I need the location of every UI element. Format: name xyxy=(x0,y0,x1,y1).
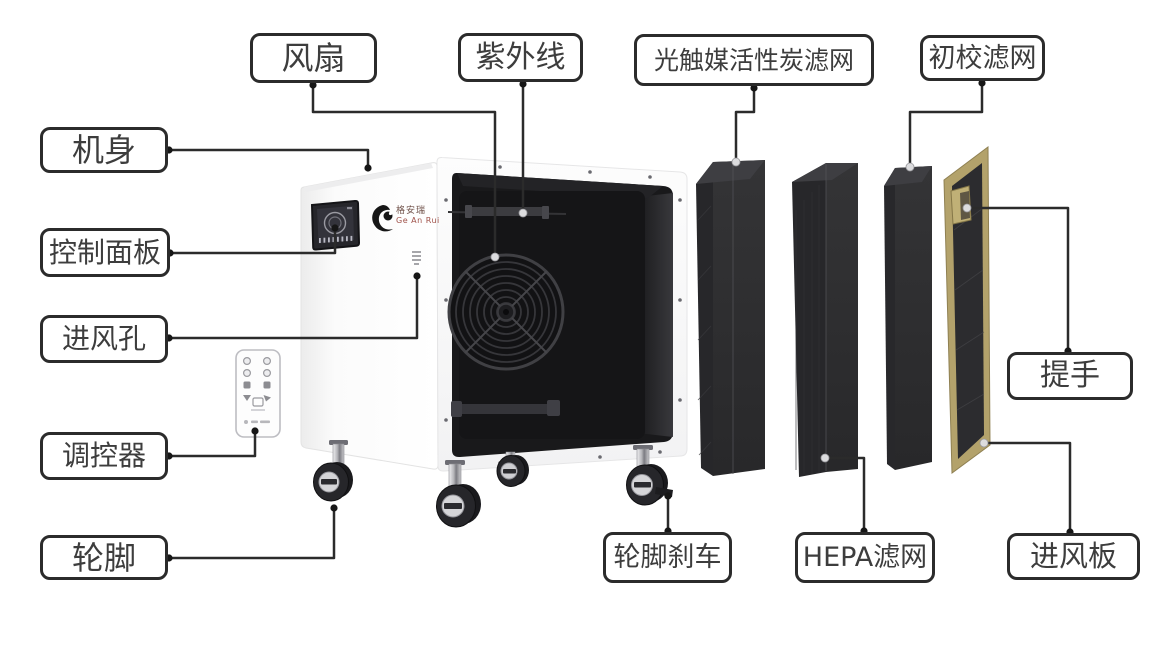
label-fan-text: 风扇 xyxy=(281,39,346,77)
callout-casters xyxy=(169,509,336,560)
remote-control xyxy=(235,349,281,438)
callout-remote xyxy=(169,432,257,458)
label-fan: 风扇 xyxy=(250,33,377,83)
bottom-rail xyxy=(451,400,560,417)
fan-grille xyxy=(447,253,565,371)
callout-handle xyxy=(969,206,1070,350)
label-photocatalyst-carbon-filter: 光触媒活性炭滤网 xyxy=(634,34,874,86)
label-remote-controller-text: 调控器 xyxy=(61,439,146,472)
label-remote-controller: 调控器 xyxy=(40,432,168,480)
brand-logo-en: Ge An Rui xyxy=(396,216,440,226)
label-casters-text: 轮脚 xyxy=(71,538,136,577)
filter-primary xyxy=(884,166,932,470)
label-caster-brake-text: 轮脚刹车 xyxy=(613,542,722,573)
label-air-inlet-panel-text: 进风板 xyxy=(1029,539,1117,573)
label-body-text: 机身 xyxy=(71,131,136,169)
brand-logo-cn: 格安瑞 xyxy=(396,206,427,216)
filter-hepa xyxy=(792,163,858,477)
caster-wheel-rear-right xyxy=(496,451,529,487)
callout-lines xyxy=(169,82,1072,560)
label-air-inlet-hole: 进风孔 xyxy=(40,315,168,363)
air-inlet-vent-icon xyxy=(412,251,421,265)
label-body: 机身 xyxy=(40,127,168,173)
label-uv-light-text: 紫外线 xyxy=(475,39,566,75)
callout-fan xyxy=(311,84,497,255)
label-air-inlet-panel: 进风板 xyxy=(1007,533,1140,580)
callout-primary-filter xyxy=(908,82,984,165)
label-primary-filter-text: 初校滤网 xyxy=(928,42,1037,74)
label-handle: 提手 xyxy=(1007,352,1133,400)
label-caster-brake: 轮脚刹车 xyxy=(603,532,732,583)
label-hepa-filter: HEPA滤网 xyxy=(795,532,935,583)
caster-wheel-front-right xyxy=(626,445,673,506)
caster-wheel-rear-left xyxy=(313,440,353,502)
label-photocatalyst-carbon-filter-text: 光触媒活性炭滤网 xyxy=(653,45,854,75)
label-handle-text: 提手 xyxy=(1040,358,1100,393)
label-primary-filter: 初校滤网 xyxy=(920,35,1045,81)
label-uv-light: 紫外线 xyxy=(458,33,583,82)
label-hepa-filter-text: HEPA滤网 xyxy=(802,542,928,573)
label-control-panel-text: 控制面板 xyxy=(48,235,161,269)
callout-air-inlet-hole xyxy=(169,277,419,340)
filter-photocatalyst xyxy=(696,160,765,476)
callout-dots-light xyxy=(490,157,989,463)
callout-photocatalyst xyxy=(734,87,756,160)
callout-panel xyxy=(985,441,1072,531)
label-control-panel: 控制面板 xyxy=(40,228,170,277)
callout-body xyxy=(169,148,370,167)
brand-logo: 格安瑞 Ge An Rui xyxy=(396,206,440,226)
caster-wheel-front-left xyxy=(436,460,481,528)
label-air-inlet-hole-text: 进风孔 xyxy=(61,322,146,355)
callout-control-panel xyxy=(170,229,337,255)
label-casters: 轮脚 xyxy=(40,535,168,580)
callout-hepa xyxy=(825,456,866,530)
brand-logo-mark xyxy=(372,205,393,232)
air-inlet-panel-part xyxy=(943,146,991,474)
